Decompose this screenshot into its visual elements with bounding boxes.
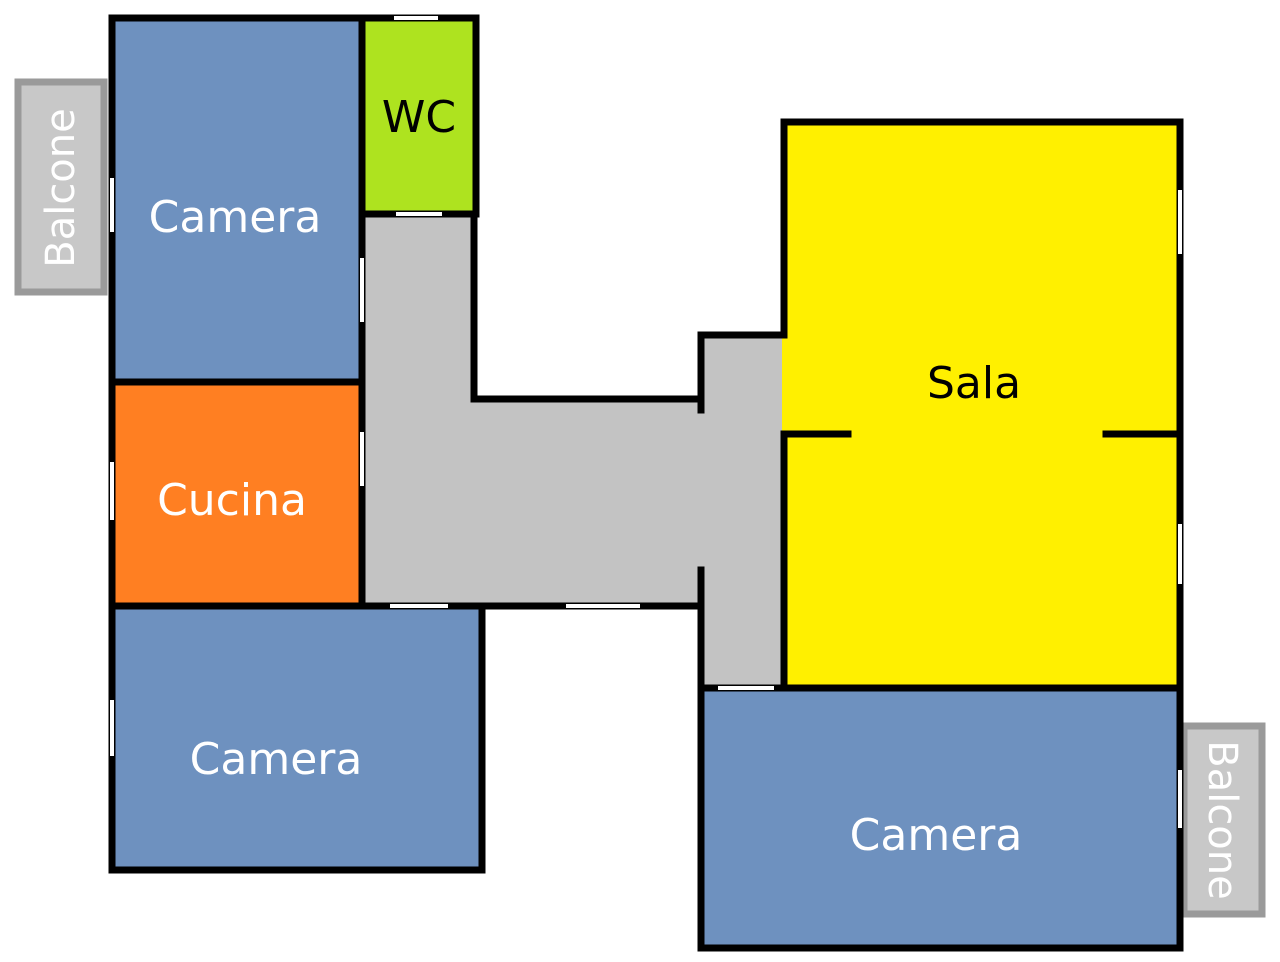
walls <box>470 118 1184 692</box>
balcony-left <box>14 78 108 296</box>
corridor <box>364 216 784 688</box>
label-camera-bottom-right: Camera <box>850 810 1023 861</box>
sala-wall-outer <box>697 118 1184 692</box>
label-sala: Sala <box>927 358 1021 409</box>
label-camera-top-left: Camera <box>149 192 322 243</box>
label-cucina: Cucina <box>157 475 307 526</box>
label-wc: WC <box>382 92 456 143</box>
windows <box>110 16 1182 828</box>
balcony-right <box>1180 722 1266 918</box>
label-camera-bottom-left: Camera <box>190 734 363 785</box>
label-balcony-left: Balcone <box>38 108 84 268</box>
corridor-wall-top <box>470 210 705 414</box>
room-sala <box>782 122 1180 688</box>
label-balcony-right: Balcone <box>1199 740 1245 900</box>
